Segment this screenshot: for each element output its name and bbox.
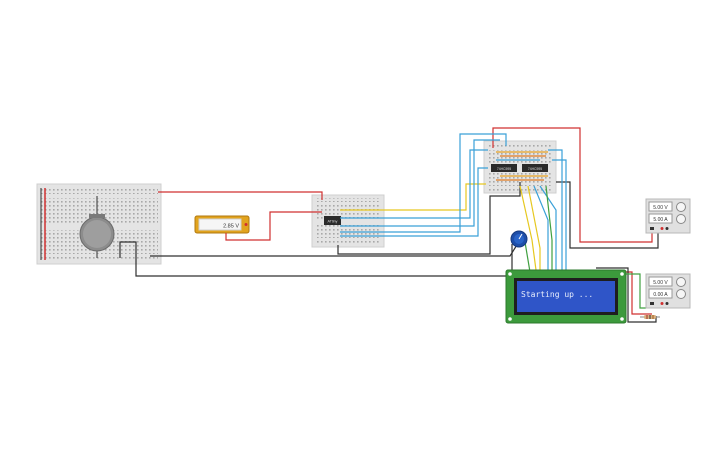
wire-yellow-1[interactable]: [340, 183, 486, 211]
wire-green-2[interactable]: [545, 185, 553, 270]
wire-blue-1[interactable]: [340, 149, 488, 219]
wire-black-5[interactable]: [596, 267, 657, 323]
wire-blue-5[interactable]: [548, 149, 563, 270]
power-supply-2-voltage: 5.00 V: [653, 280, 668, 286]
coin-cell-battery[interactable]: [79, 196, 115, 258]
current-knob-icon[interactable]: [676, 214, 686, 224]
wire-black-3[interactable]: [337, 182, 521, 255]
wire-red-2[interactable]: [225, 211, 322, 241]
multimeter[interactable]: 2.85 V: [194, 215, 250, 234]
power-supply-1[interactable]: 5.00 V 5.00 A: [645, 198, 691, 234]
shift-register-1[interactable]: 74HC595: [491, 164, 517, 172]
breadboard-left[interactable]: [36, 183, 162, 265]
wire-blue-6[interactable]: [552, 159, 567, 270]
shift-register-1-label: 74HC595: [497, 167, 511, 171]
wire-blue-8[interactable]: [533, 185, 549, 270]
wire-black-4[interactable]: [556, 181, 659, 249]
shift-register-2-label: 74HC595: [528, 167, 542, 171]
voltage-knob-icon[interactable]: [676, 277, 686, 287]
power-supply-2[interactable]: 5.00 V 0.00 A: [645, 273, 691, 309]
wire-blue-4[interactable]: [340, 167, 488, 237]
wire-blue-3[interactable]: [340, 133, 507, 233]
voltage-knob-icon[interactable]: [676, 202, 686, 212]
breadboard-middle[interactable]: [311, 194, 385, 248]
wire-red-3[interactable]: [492, 127, 653, 243]
power-supply-2-current: 0.00 A: [653, 292, 668, 298]
wire-blue-7[interactable]: [539, 185, 557, 270]
right-board-jumpers: [496, 151, 548, 181]
resistor[interactable]: [640, 315, 660, 319]
power-supply-1-voltage: 5.00 V: [653, 205, 668, 211]
shift-register-2[interactable]: 74HC595: [522, 164, 548, 172]
multimeter-reading: 2.85 V: [223, 224, 239, 230]
current-knob-icon[interactable]: [676, 289, 686, 299]
power-supply-1-current: 5.00 A: [653, 217, 668, 223]
wire-yellow-3[interactable]: [527, 185, 541, 270]
attiny-chip[interactable]: ATtiny: [324, 216, 341, 225]
lcd-display[interactable]: Starting up ...: [505, 269, 627, 324]
wire-yellow-2[interactable]: [519, 185, 537, 271]
wire-red-1[interactable]: [158, 191, 323, 200]
potentiometer[interactable]: [510, 230, 528, 248]
wire-blue-2[interactable]: [340, 139, 500, 227]
lcd-text: Starting up ...: [521, 290, 593, 299]
attiny-chip-label: ATtiny: [328, 220, 338, 224]
wires[interactable]: [119, 127, 659, 323]
